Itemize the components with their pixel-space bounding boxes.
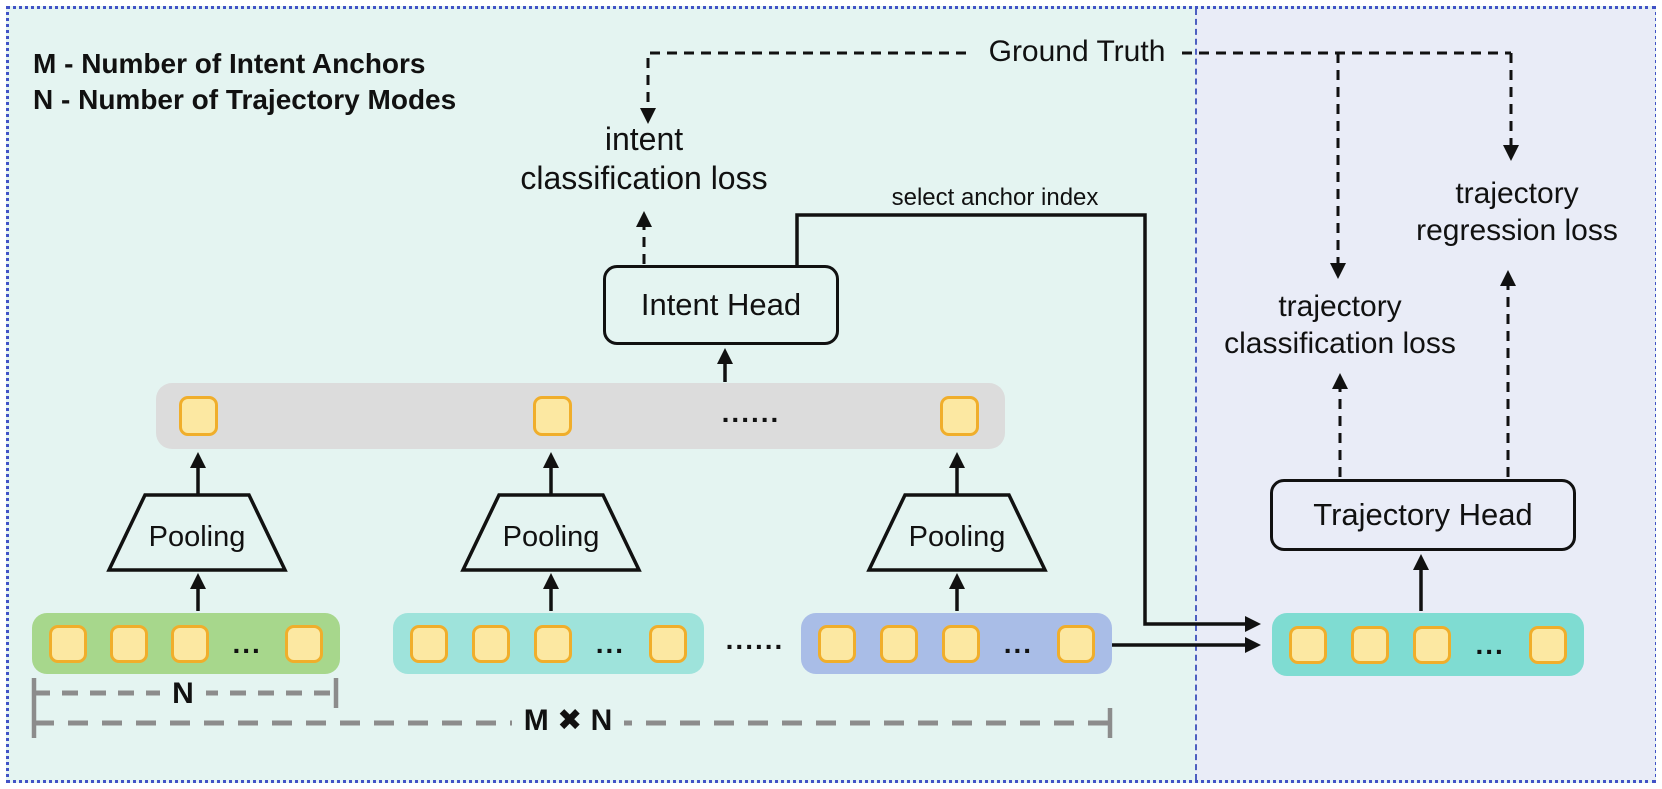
token [1289, 625, 1327, 664]
mode-bar-ellipsis: ... [1475, 628, 1505, 660]
intent-loss-line1: intent [604, 121, 684, 157]
token [1056, 624, 1095, 663]
token [471, 624, 510, 663]
token [110, 624, 149, 663]
mxn-bracket-label: M ✖ N [478, 703, 658, 739]
mode-bar-blue: ... [801, 613, 1112, 674]
pooling-trapezoid-1 [106, 493, 288, 572]
intent-head-label: Intent Head [640, 287, 802, 322]
ground-truth-label: Ground Truth [988, 35, 1166, 68]
pooling-label-2: Pooling [502, 521, 600, 553]
token [648, 624, 687, 663]
intent-classification-loss: intent classification loss [494, 120, 794, 198]
token [171, 624, 210, 663]
pooling-label-1: Pooling [148, 521, 246, 553]
selected-trajectory-bar: ... [1272, 613, 1584, 676]
intent-loss-line2: classification loss [520, 160, 768, 196]
mode-bar-ellipsis: ... [1003, 627, 1034, 659]
token [1413, 625, 1452, 664]
traj-class-loss-line2: classification loss [1224, 327, 1456, 360]
token [410, 624, 448, 663]
token [533, 624, 572, 663]
n-bracket-label: N [123, 676, 243, 712]
trajectory-head-box: Trajectory Head [1270, 479, 1576, 551]
mode-bar-ellipsis: ... [232, 627, 262, 659]
anchor-token-2 [533, 396, 572, 436]
mxn-label-text: M ✖ N [511, 704, 625, 737]
traj-regr-loss-line2: regression loss [1416, 214, 1618, 247]
mxn-bracket-ticks [31, 708, 1113, 738]
legend: M - Number of Intent Anchors N - Number … [33, 46, 456, 118]
n-label-text: N [160, 677, 206, 710]
trajectory-regression-loss: trajectory regression loss [1380, 175, 1654, 249]
mode-bar-teal: ... [393, 613, 704, 674]
anchor-feature-bar: ...... [156, 383, 1005, 449]
token [1351, 625, 1390, 664]
token [941, 624, 980, 663]
gt-to-intent-loss-dashed [640, 51, 966, 124]
legend-line-n: N - Number of Trajectory Modes [33, 84, 457, 115]
trajectory-classification-loss: trajectory classification loss [1190, 288, 1490, 362]
select-anchor-index-label: select anchor index [891, 184, 1099, 211]
n-bracket-ticks [31, 678, 339, 708]
token [49, 624, 87, 663]
anchor-token-3 [940, 396, 979, 436]
traj-class-loss-line1: trajectory [1278, 290, 1402, 323]
mode-bar-ellipsis: ... [595, 627, 626, 659]
pooling-label-3: Pooling [908, 521, 1006, 553]
trajectory-head-label: Trajectory Head [1313, 497, 1533, 532]
legend-line-m: M - Number of Intent Anchors [33, 48, 426, 79]
token [284, 624, 323, 663]
intent-head-box: Intent Head [603, 265, 839, 345]
traj-regr-loss-line1: trajectory [1455, 177, 1579, 210]
select-anchor-index-path [795, 213, 1261, 632]
token [1528, 625, 1567, 664]
mode-bar-green: ... [32, 613, 340, 674]
pooling-trapezoid-3 [866, 493, 1048, 572]
token [818, 624, 856, 663]
anchor-bar-ellipsis: ...... [721, 397, 781, 428]
anchor-token-1 [179, 396, 218, 436]
token [879, 624, 918, 663]
between-bars-ellipsis: ...... [725, 624, 785, 655]
pooling-trapezoid-2 [460, 493, 642, 572]
